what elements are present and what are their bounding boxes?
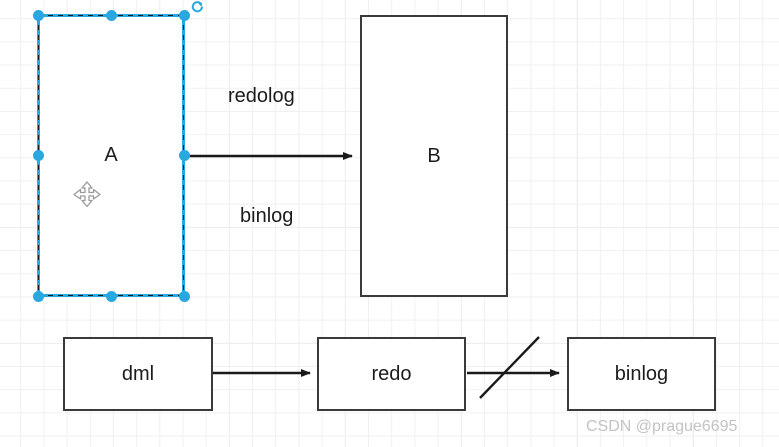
edge-label-binlog: binlog — [240, 205, 294, 227]
shape-dml-label: dml — [121, 362, 155, 385]
shape-binlog[interactable]: binlog — [567, 337, 716, 411]
watermark: CSDN @prague6695 — [586, 418, 738, 435]
shape-a-label: A — [104, 144, 118, 166]
rotate-icon[interactable] — [190, 0, 204, 13]
connector-cross-slash — [479, 336, 540, 399]
shape-redo[interactable]: redo — [317, 337, 466, 411]
shape-binlog-label: binlog — [614, 362, 669, 385]
edge-label-redolog: redolog — [228, 85, 295, 107]
shape-dml[interactable]: dml — [63, 337, 213, 411]
shape-a[interactable]: A — [38, 15, 184, 296]
move-cursor-icon — [73, 181, 101, 208]
shape-b[interactable]: B — [360, 15, 508, 297]
shape-b-label: B — [427, 144, 441, 167]
shape-redo-label: redo — [371, 362, 412, 385]
